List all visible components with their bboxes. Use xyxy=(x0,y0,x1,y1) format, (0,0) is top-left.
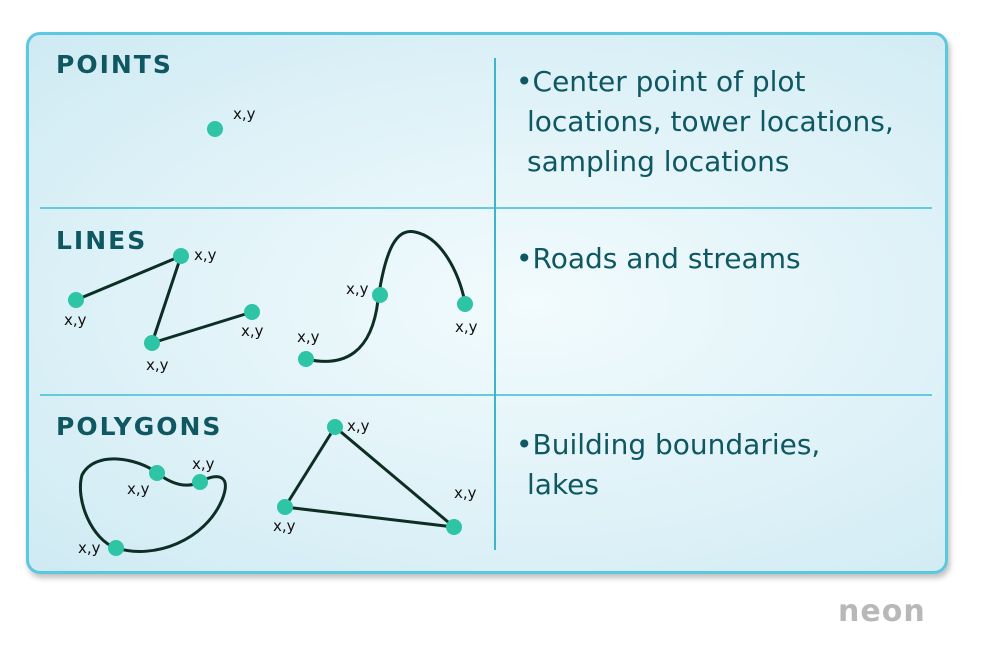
blob-polygon xyxy=(79,457,227,553)
row-divider-2 xyxy=(40,394,932,396)
polygon-vertex-label: x,y xyxy=(273,517,296,535)
lines-description-line: •Roads and streams xyxy=(516,242,801,275)
row-divider-1 xyxy=(40,207,932,209)
polygon-vertex-label: x,y xyxy=(347,417,370,435)
polygon-vertex xyxy=(446,519,462,535)
polyline-line xyxy=(75,253,253,346)
polygon-vertex xyxy=(108,540,124,556)
polygon-vertex-label: x,y xyxy=(127,480,150,498)
points-heading: POINTS xyxy=(56,50,173,79)
polygons-heading: POLYGONS xyxy=(56,412,223,441)
line-vertex xyxy=(457,296,473,312)
line-vertex-label: x,y xyxy=(241,322,264,340)
line-vertex xyxy=(372,287,388,303)
neon-logo: neon xyxy=(838,594,926,629)
lines-heading: LINES xyxy=(56,226,148,255)
polygons-description-line: •Building boundaries, xyxy=(516,428,821,461)
polygons-description-line: lakes xyxy=(527,468,599,501)
points-description-line: •Center point of plot xyxy=(516,65,806,98)
line-vertex-label: x,y xyxy=(346,280,369,298)
points-description-line: locations, tower locations, xyxy=(527,105,894,138)
curve-line xyxy=(305,229,467,363)
line-vertex xyxy=(244,304,260,320)
line-vertex-label: x,y xyxy=(455,318,478,336)
polygon-vertex xyxy=(277,499,293,515)
line-vertex xyxy=(173,248,189,264)
points-description-line: sampling locations xyxy=(527,145,790,178)
polygons-description: •Building boundaries, lakes xyxy=(516,425,936,505)
polygon-vertex-label: x,y xyxy=(454,484,477,502)
polygon-vertex xyxy=(149,465,165,481)
polygon-vertex-label: x,y xyxy=(78,539,101,557)
point-vertex xyxy=(207,121,223,137)
line-vertex xyxy=(144,335,160,351)
line-vertex-label: x,y xyxy=(146,356,169,374)
polygon-vertex-label: x,y xyxy=(192,455,215,473)
polygon-vertex xyxy=(192,474,208,490)
points-description: •Center point of plot locations, tower l… xyxy=(516,62,936,182)
polygon-vertex xyxy=(327,419,343,435)
lines-description: •Roads and streams xyxy=(516,239,936,279)
column-divider xyxy=(494,58,496,550)
line-vertex-label: x,y xyxy=(194,246,217,264)
line-vertex-label: x,y xyxy=(297,328,320,346)
line-vertex xyxy=(298,351,314,367)
line-vertex xyxy=(68,292,84,308)
triangle-polygon xyxy=(282,424,459,530)
point-label: x,y xyxy=(233,105,256,123)
line-vertex-label: x,y xyxy=(64,311,87,329)
